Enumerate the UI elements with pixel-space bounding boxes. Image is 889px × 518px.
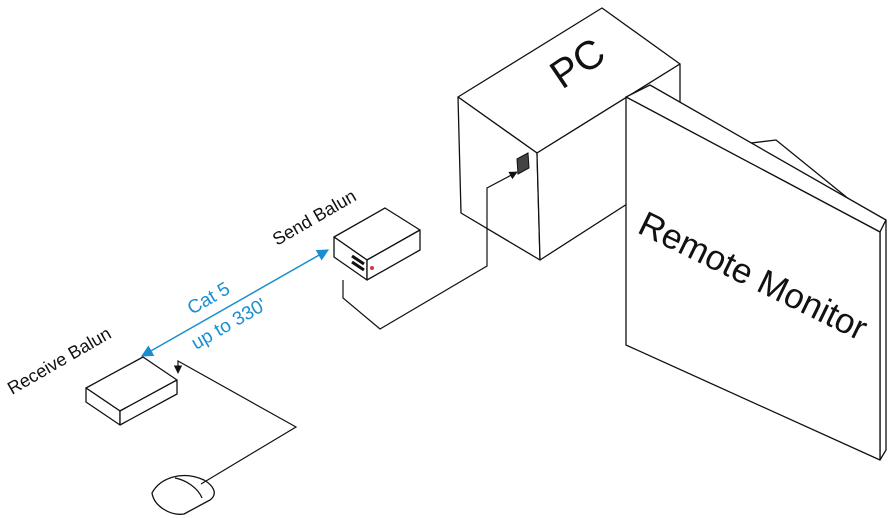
pc-tower-icon: PC	[457, 7, 681, 261]
mouse-to-receive-wire	[173, 359, 298, 485]
send-balun-icon: Send Balun	[269, 186, 421, 281]
pc-to-send-wire	[342, 171, 518, 330]
receive-balun-icon: Receive Balun	[4, 323, 178, 426]
mouse-icon	[151, 474, 215, 515]
monitor-icon: Remote Monitor	[625, 84, 887, 461]
send-balun-led	[370, 266, 374, 270]
cat5-cable-arrow	[140, 249, 330, 357]
pc-port	[516, 152, 530, 175]
